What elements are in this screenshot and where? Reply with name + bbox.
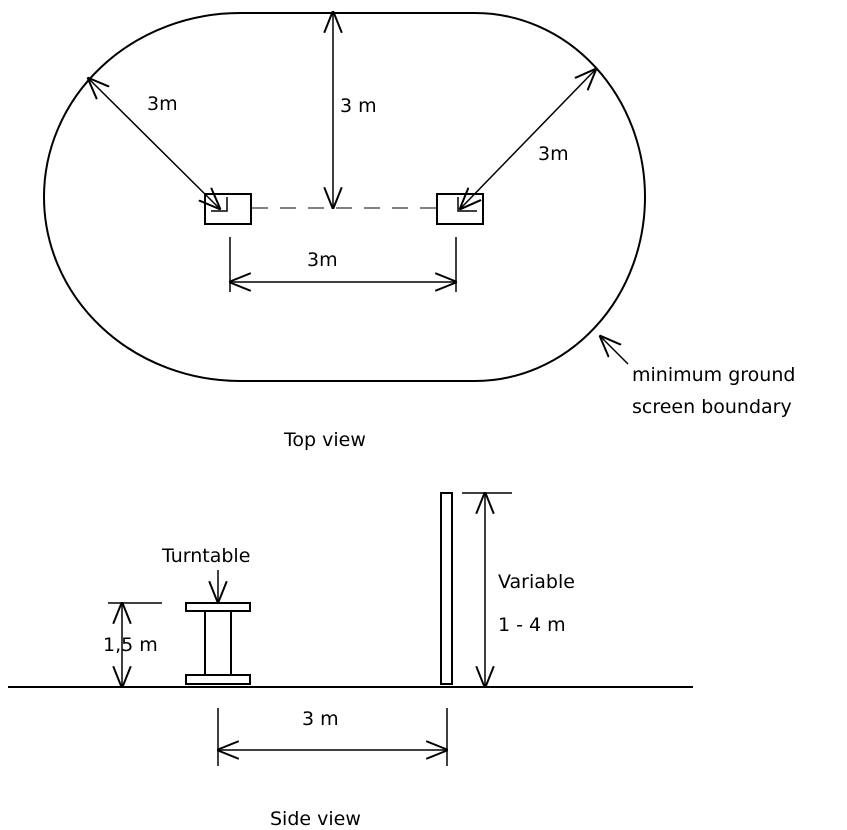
horizontal-dimension-label: 3m xyxy=(307,249,338,271)
side-view-title: Side view xyxy=(270,808,361,830)
left-diagonal-arrow xyxy=(89,79,219,208)
left-position-marker xyxy=(204,193,252,225)
right-position-marker xyxy=(436,193,484,225)
top-view: 3 m 3m 3m 3m minimum ground screen bound… xyxy=(43,12,795,451)
boundary-pointer-arrow xyxy=(601,337,629,365)
left-diagonal-label: 3m xyxy=(147,93,178,115)
top-view-title: Top view xyxy=(283,429,366,451)
turntable xyxy=(185,602,251,685)
separation-label: 3 m xyxy=(302,708,339,730)
antenna-mast xyxy=(440,492,453,685)
right-diagonal-label: 3m xyxy=(538,143,569,165)
turntable-height-label: 1,5 m xyxy=(103,634,158,656)
boundary-label-line2: screen boundary xyxy=(632,396,792,418)
antenna-variable-label: Variable xyxy=(498,571,575,593)
turntable-label: Turntable xyxy=(161,545,250,567)
antenna-range-label: 1 - 4 m xyxy=(498,614,566,636)
boundary-label-line1: minimum ground xyxy=(632,364,795,386)
right-diagonal-arrow xyxy=(461,70,595,208)
ground-screen-boundary xyxy=(43,12,646,382)
side-view: Turntable 1,5 m Variable 1 - 4 m 3 m Sid… xyxy=(8,493,693,830)
vertical-dimension-label: 3 m xyxy=(340,95,377,117)
